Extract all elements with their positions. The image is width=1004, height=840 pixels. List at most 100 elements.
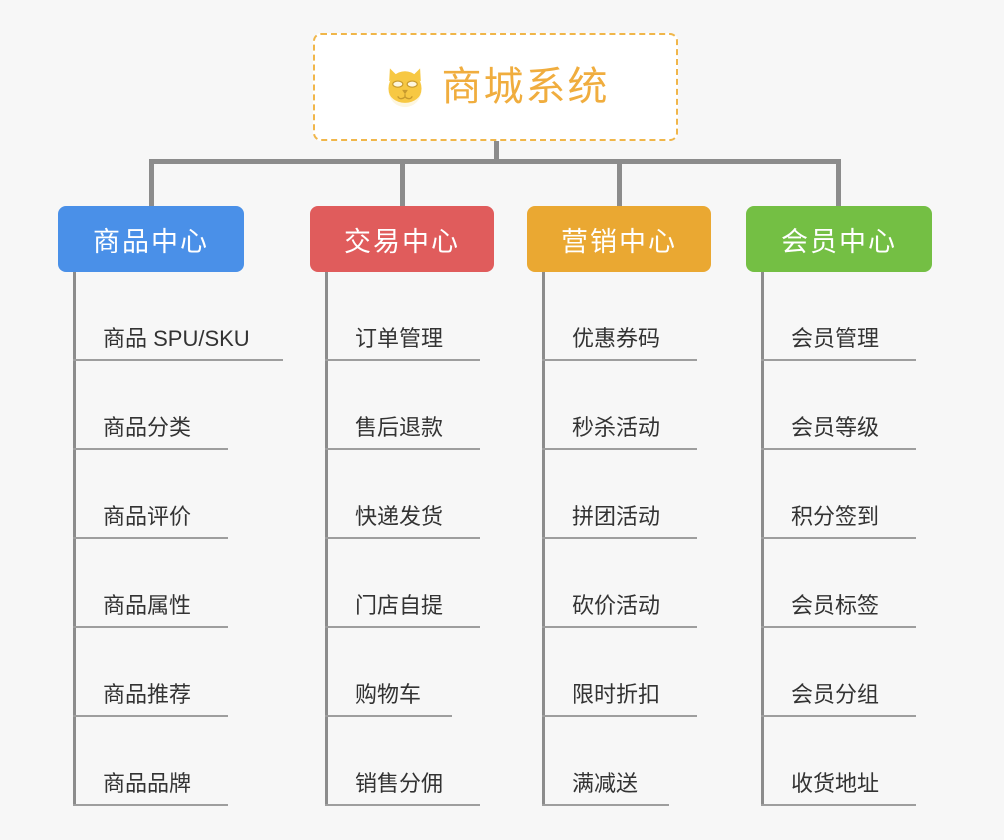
- leaf-item[interactable]: 秒杀活动: [527, 361, 711, 450]
- leaf-item-underline: [542, 359, 697, 361]
- column-spine: [542, 272, 545, 806]
- leaf-item[interactable]: 商品评价: [58, 450, 244, 539]
- leaf-item[interactable]: 商品 SPU/SKU: [58, 272, 283, 361]
- column-spine: [761, 272, 764, 806]
- leaf-item-label: 销售分佣: [355, 771, 444, 796]
- leaf-item[interactable]: 积分签到: [746, 450, 932, 539]
- category-header-1[interactable]: 商品中心: [58, 206, 244, 272]
- shiba-dog-icon: [387, 68, 422, 108]
- root-node[interactable]: 商城系统: [313, 33, 678, 141]
- leaf-item-underline: [73, 359, 283, 361]
- leaf-item[interactable]: 购物车: [310, 628, 494, 717]
- root-title: 商城系统: [441, 65, 610, 109]
- leaf-item-label: 优惠券码: [572, 326, 661, 351]
- leaf-item-underline: [325, 715, 452, 717]
- leaf-item-label: 订单管理: [355, 326, 444, 351]
- leaf-item-label: 购物车: [355, 682, 422, 707]
- leaf-item-label: 积分签到: [791, 504, 880, 529]
- category-column: 交易中心订单管理售后退款快递发货门店自提购物车销售分佣: [310, 206, 494, 806]
- leaf-item[interactable]: 商品分类: [58, 361, 244, 450]
- leaf-item-underline: [325, 626, 480, 628]
- leaf-item[interactable]: 售后退款: [310, 361, 494, 450]
- leaf-item-underline: [73, 715, 228, 717]
- category-title: 会员中心: [781, 226, 897, 257]
- leaf-item-label: 商品推荐: [103, 682, 192, 707]
- leaf-item[interactable]: 会员管理: [746, 272, 932, 361]
- category-header-4[interactable]: 会员中心: [746, 206, 932, 272]
- leaf-item-label: 快递发货: [355, 504, 444, 529]
- leaf-item[interactable]: 满减送: [527, 717, 711, 806]
- leaf-item-label: 秒杀活动: [572, 415, 661, 440]
- connector-drop-4: [836, 159, 841, 206]
- leaf-item-label: 限时折扣: [572, 682, 661, 707]
- leaf-item-underline: [761, 626, 916, 628]
- connector-drop-1: [149, 159, 154, 206]
- connector-stem: [494, 141, 499, 161]
- leaf-item-list: 商品 SPU/SKU 商品分类商品评价商品属性商品推荐商品品牌: [58, 272, 283, 806]
- leaf-item-underline: [542, 626, 697, 628]
- leaf-item[interactable]: 会员等级: [746, 361, 932, 450]
- leaf-item-underline: [542, 804, 669, 806]
- leaf-item[interactable]: 快递发货: [310, 450, 494, 539]
- leaf-item-label: 收货地址: [791, 771, 880, 796]
- leaf-item-list: 优惠券码秒杀活动拼团活动砍价活动限时折扣满减送: [527, 272, 711, 806]
- leaf-item[interactable]: 商品推荐: [58, 628, 244, 717]
- leaf-item[interactable]: 门店自提: [310, 539, 494, 628]
- column-spine: [73, 272, 76, 806]
- leaf-item-label: 售后退款: [355, 415, 444, 440]
- leaf-item-underline: [761, 715, 916, 717]
- leaf-item[interactable]: 收货地址: [746, 717, 932, 806]
- leaf-item-label: 会员等级: [791, 415, 880, 440]
- category-column: 会员中心会员管理会员等级积分签到会员标签会员分组收货地址: [746, 206, 932, 806]
- leaf-item-underline: [73, 626, 228, 628]
- category-title: 交易中心: [344, 226, 460, 257]
- leaf-item[interactable]: 商品品牌: [58, 717, 244, 806]
- leaf-item[interactable]: 会员分组: [746, 628, 932, 717]
- category-column: 营销中心优惠券码秒杀活动拼团活动砍价活动限时折扣满减送: [527, 206, 711, 806]
- leaf-item-label: 会员分组: [791, 682, 880, 707]
- leaf-item[interactable]: 限时折扣: [527, 628, 711, 717]
- column-spine: [325, 272, 328, 806]
- leaf-item[interactable]: 订单管理: [310, 272, 494, 361]
- leaf-item-label: 商品分类: [103, 415, 192, 440]
- connector-drop-3: [617, 159, 622, 206]
- leaf-item-list: 会员管理会员等级积分签到会员标签会员分组收货地址: [746, 272, 932, 806]
- leaf-item-underline: [73, 804, 228, 806]
- leaf-item-underline: [73, 448, 228, 450]
- leaf-item-underline: [761, 359, 916, 361]
- category-header-2[interactable]: 交易中心: [310, 206, 494, 272]
- leaf-item[interactable]: 砍价活动: [527, 539, 711, 628]
- leaf-item-label: 满减送: [572, 771, 639, 796]
- leaf-item[interactable]: 优惠券码: [527, 272, 711, 361]
- leaf-item-underline: [325, 537, 480, 539]
- leaf-item-label: 拼团活动: [572, 504, 661, 529]
- category-title: 营销中心: [561, 226, 677, 257]
- leaf-item-label: 会员标签: [791, 593, 880, 618]
- category-header-3[interactable]: 营销中心: [527, 206, 711, 272]
- category-title: 商品中心: [93, 226, 209, 257]
- leaf-item-underline: [73, 537, 228, 539]
- leaf-item[interactable]: 销售分佣: [310, 717, 494, 806]
- leaf-item[interactable]: 拼团活动: [527, 450, 711, 539]
- leaf-item-underline: [761, 804, 916, 806]
- leaf-item-label: 商品 SPU/SKU: [103, 326, 250, 351]
- leaf-item-list: 订单管理售后退款快递发货门店自提购物车销售分佣: [310, 272, 494, 806]
- leaf-item-label: 商品属性: [103, 593, 192, 618]
- leaf-item-underline: [761, 537, 916, 539]
- leaf-item[interactable]: 商品属性: [58, 539, 244, 628]
- leaf-item-underline: [542, 537, 697, 539]
- connector-drop-2: [400, 159, 405, 206]
- leaf-item-underline: [542, 448, 697, 450]
- leaf-item-label: 门店自提: [355, 593, 444, 618]
- leaf-item-underline: [542, 715, 697, 717]
- leaf-item-underline: [761, 448, 916, 450]
- leaf-item-label: 会员管理: [791, 326, 880, 351]
- leaf-item-label: 砍价活动: [572, 593, 661, 618]
- connector-bus: [149, 159, 841, 164]
- leaf-item-label: 商品评价: [103, 504, 192, 529]
- leaf-item[interactable]: 会员标签: [746, 539, 932, 628]
- leaf-item-underline: [325, 804, 480, 806]
- leaf-item-underline: [325, 359, 480, 361]
- leaf-item-label: 商品品牌: [103, 771, 192, 796]
